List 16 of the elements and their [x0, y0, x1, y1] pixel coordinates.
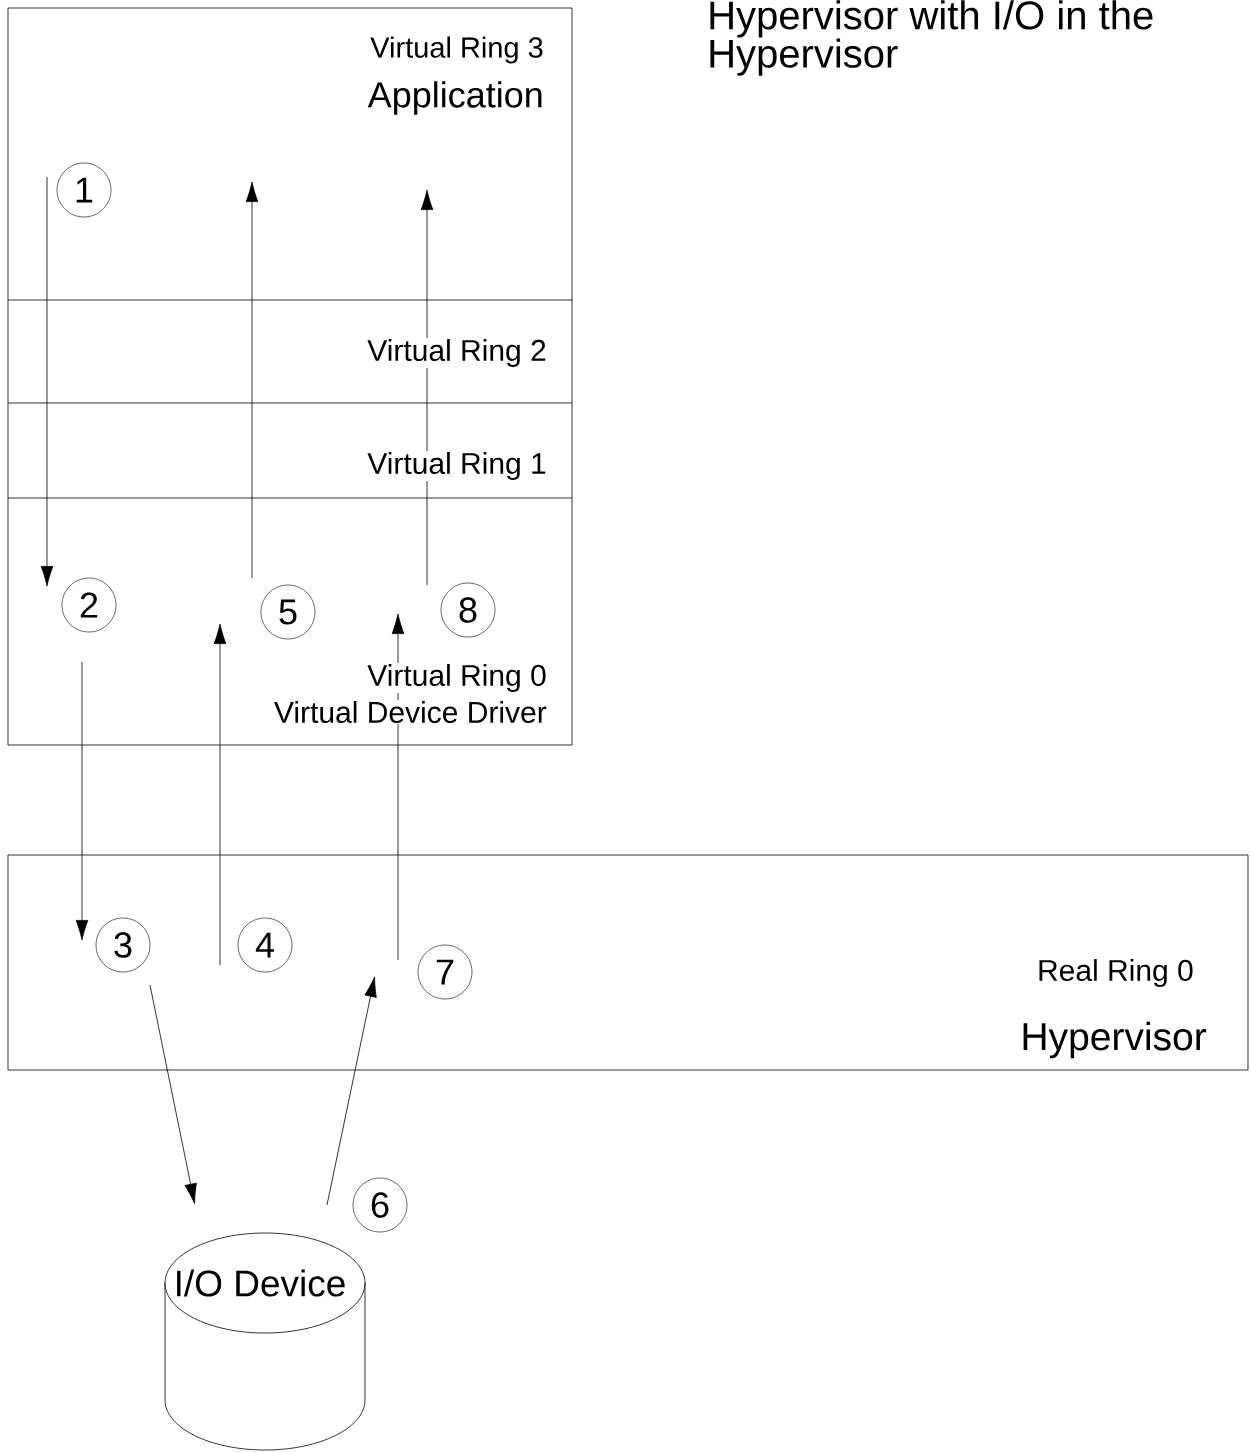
step-number: 3: [95, 917, 151, 973]
step-number: 6: [352, 1177, 408, 1233]
step-number: 7: [417, 944, 473, 1000]
step-number: 2: [61, 577, 117, 633]
arrow: [326, 976, 377, 1206]
cylinder: I/O Device: [164, 1232, 366, 1451]
arrow: [213, 623, 227, 966]
step-number: 1: [56, 162, 112, 218]
step-number: 5: [260, 584, 316, 640]
arrow: [245, 181, 259, 579]
step-number: 4: [237, 917, 293, 973]
title: Hypervisor with I/O in the Hypervisor: [710, 0, 1153, 76]
arrow: [149, 984, 197, 1204]
arrow: [40, 176, 54, 587]
arrow: [75, 661, 89, 941]
step-number: 8: [440, 582, 496, 638]
